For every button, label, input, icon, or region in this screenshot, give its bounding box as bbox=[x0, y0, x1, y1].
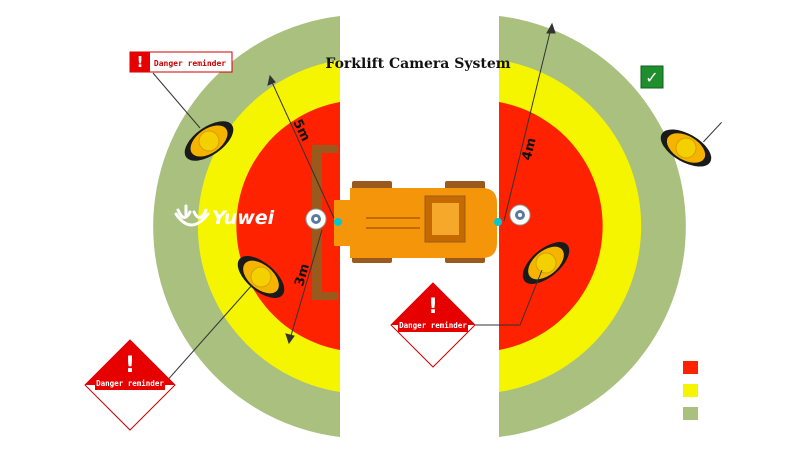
worker-top-left bbox=[184, 121, 234, 161]
check-icon: ✓ bbox=[645, 68, 658, 87]
danger-reminder-label: Danger reminder bbox=[154, 58, 226, 68]
legend-swatch-red bbox=[683, 361, 698, 374]
danger-reminder-bottom-left: ! Danger reminder bbox=[84, 339, 176, 431]
distance-label-rear-4m: 4m bbox=[520, 136, 540, 162]
exclamation-icon bbox=[130, 52, 150, 72]
forklift-mast bbox=[334, 200, 354, 246]
danger-reminder-label: Danger reminder bbox=[399, 321, 467, 330]
worker-right-center bbox=[522, 242, 570, 284]
forklift-seat bbox=[432, 203, 459, 235]
brand-logo: Yuwei bbox=[174, 204, 275, 229]
diagram-title: Forklift Camera System bbox=[325, 56, 510, 72]
brand-name: Yuwei bbox=[212, 207, 275, 229]
exclamation-glyph: ! bbox=[125, 353, 135, 378]
legend bbox=[683, 361, 698, 420]
camera-icon bbox=[305, 208, 327, 230]
forklift-body bbox=[350, 188, 497, 258]
distance-arrows bbox=[267, 22, 556, 345]
sensor-front bbox=[334, 218, 342, 226]
exclamation-glyph: ! bbox=[137, 53, 144, 71]
worker-bottom-left bbox=[237, 256, 285, 298]
leader-lines bbox=[152, 72, 543, 384]
forklift bbox=[334, 181, 497, 263]
check-badge: ✓ bbox=[640, 65, 664, 89]
sensor-rear bbox=[494, 218, 502, 226]
legend-swatch-green bbox=[683, 407, 698, 420]
exclamation-glyph: ! bbox=[428, 294, 438, 318]
danger-reminder-center: ! Danger reminder bbox=[390, 282, 476, 368]
danger-reminder-top-left: ! Danger reminder bbox=[129, 51, 233, 73]
right-zones bbox=[499, 16, 686, 437]
right-red-zone bbox=[499, 102, 603, 350]
legend-swatch-yellow bbox=[683, 384, 698, 397]
worker-top-right bbox=[660, 122, 722, 167]
brand-mark-icon bbox=[174, 204, 210, 227]
distance-label-front-3m: 3m bbox=[292, 262, 313, 288]
camera-icon bbox=[509, 204, 531, 226]
danger-reminder-label: Danger reminder bbox=[96, 379, 164, 388]
